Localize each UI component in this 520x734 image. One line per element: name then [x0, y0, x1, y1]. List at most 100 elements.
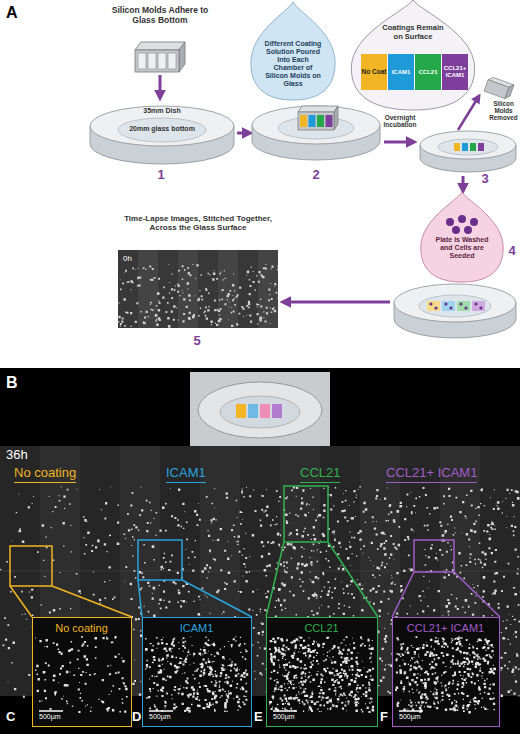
- coating-box: No Coat: [361, 54, 387, 90]
- step-number: 4: [505, 244, 519, 259]
- inset-image-shape: [143, 618, 250, 725]
- silicon-mold: [135, 42, 185, 72]
- coating-stripe: [457, 301, 470, 311]
- dish-photo: [190, 372, 330, 446]
- zoom-line: [138, 580, 142, 617]
- cell-dot: [470, 218, 478, 226]
- step-arrow: [462, 176, 465, 191]
- coating-box: CCL21: [415, 54, 441, 90]
- mold-side: [179, 42, 185, 72]
- scale-label: 500µm: [273, 713, 313, 721]
- photo-background: [190, 372, 330, 446]
- zoom-line: [392, 572, 414, 617]
- step-number: 5: [190, 334, 204, 349]
- step-arrow: [159, 75, 162, 98]
- cell-dots: [118, 264, 279, 328]
- scale-bar: [399, 710, 423, 712]
- panel-letter: A: [6, 4, 18, 22]
- scale-label: 500µm: [39, 713, 79, 721]
- coating-label: CCL21+ ICAM1: [442, 65, 468, 79]
- scale-bar: [273, 710, 297, 712]
- image-tile: [158, 250, 178, 328]
- mold-chamber: [317, 115, 324, 127]
- seeded-cell: [479, 306, 482, 309]
- inset-title: CCL21+ ICAM1: [393, 622, 498, 635]
- inset-title: No coating: [33, 622, 130, 635]
- coating-label: ICAM1: [388, 69, 414, 76]
- seeded-cell: [459, 302, 462, 305]
- zoom-line: [328, 542, 378, 617]
- dish-rim: [394, 284, 516, 322]
- coating-stripe: [236, 404, 246, 418]
- step-arrow: [237, 132, 250, 135]
- petri-dish: [420, 131, 516, 172]
- coating-box: CCL21+ ICAM1: [442, 54, 468, 90]
- zoom-line: [266, 542, 284, 617]
- coating-stripe: [470, 143, 476, 151]
- seeded-cell: [429, 302, 432, 305]
- zoom-box: [10, 546, 52, 586]
- glass-bottom: [438, 139, 498, 155]
- image-tile: [198, 250, 218, 328]
- step-arrow: [283, 301, 390, 304]
- condition-label: CCL21+ ICAM1: [386, 466, 477, 483]
- seeded-cell: [434, 306, 437, 309]
- step-number: 1: [154, 168, 168, 183]
- dish-rim: [252, 106, 380, 144]
- panel-background: [0, 368, 520, 734]
- inset-image: CCL21+ ICAM1500µm: [392, 617, 500, 727]
- mold-front: [298, 112, 334, 130]
- mold-chamber: [326, 115, 333, 127]
- panel-letter: B: [6, 374, 18, 392]
- seeded-cell: [444, 302, 447, 305]
- dish-label: 20mm glass bottom: [112, 125, 212, 133]
- coating-stripe: [462, 143, 468, 151]
- panel-letter: D: [132, 710, 141, 725]
- inset-title: CCL21: [267, 622, 376, 635]
- zoom-box: [284, 486, 328, 542]
- coating-stripe: [260, 404, 270, 418]
- removal-arrow: [458, 96, 479, 130]
- mold-chamber: [158, 53, 166, 69]
- coating-stripe: [272, 404, 282, 418]
- mold-front: [484, 80, 509, 99]
- image-background: [118, 250, 278, 328]
- glass-bottom: [220, 396, 300, 428]
- step-text: Silicon Molds Adhere to Glass Bottom: [104, 6, 216, 26]
- drop-outline: [351, 0, 474, 110]
- image-tile: [238, 250, 258, 328]
- coating-stripe: [478, 143, 484, 151]
- inset-image-shape: [393, 618, 498, 725]
- step-arrow: [384, 141, 414, 144]
- coating-stripe: [472, 301, 485, 311]
- zoom-box: [138, 540, 182, 580]
- condition-label: CCL21: [300, 466, 340, 483]
- step-text: Overnight Incubation: [378, 114, 422, 129]
- mold-top: [298, 106, 338, 112]
- coating-stripe: [454, 143, 460, 151]
- cell-dots: [395, 636, 496, 713]
- mold-chamber: [309, 115, 316, 127]
- result-drop: Coatings Remain on SurfaceNo CoatICAM1CC…: [350, 0, 476, 110]
- cell-dot: [458, 215, 466, 223]
- step-text: Time-Lapse Images, Stitched Together, Ac…: [118, 214, 278, 232]
- zoom-box: [414, 540, 454, 572]
- condition-label: ICAM1: [166, 466, 206, 483]
- mold-chamber: [300, 115, 307, 127]
- step-text: Silicon Molds Removed: [487, 100, 520, 122]
- panel-letter: F: [380, 710, 388, 725]
- step-number: 2: [309, 168, 323, 183]
- mold-chamber: [148, 53, 156, 69]
- scale-bar: [39, 710, 63, 712]
- cell-dots: [35, 636, 128, 713]
- petri-dish: 35mm Dish20mm glass bottom: [88, 104, 236, 164]
- coating-box: ICAM1: [388, 54, 414, 90]
- cell-dots: [145, 636, 248, 712]
- mold-side: [334, 106, 338, 130]
- mold-chamber: [168, 53, 176, 69]
- step-text: Different Coating Solution Poured Into E…: [262, 40, 324, 88]
- seeded-cell: [464, 306, 467, 309]
- coating-stripe: [442, 301, 455, 311]
